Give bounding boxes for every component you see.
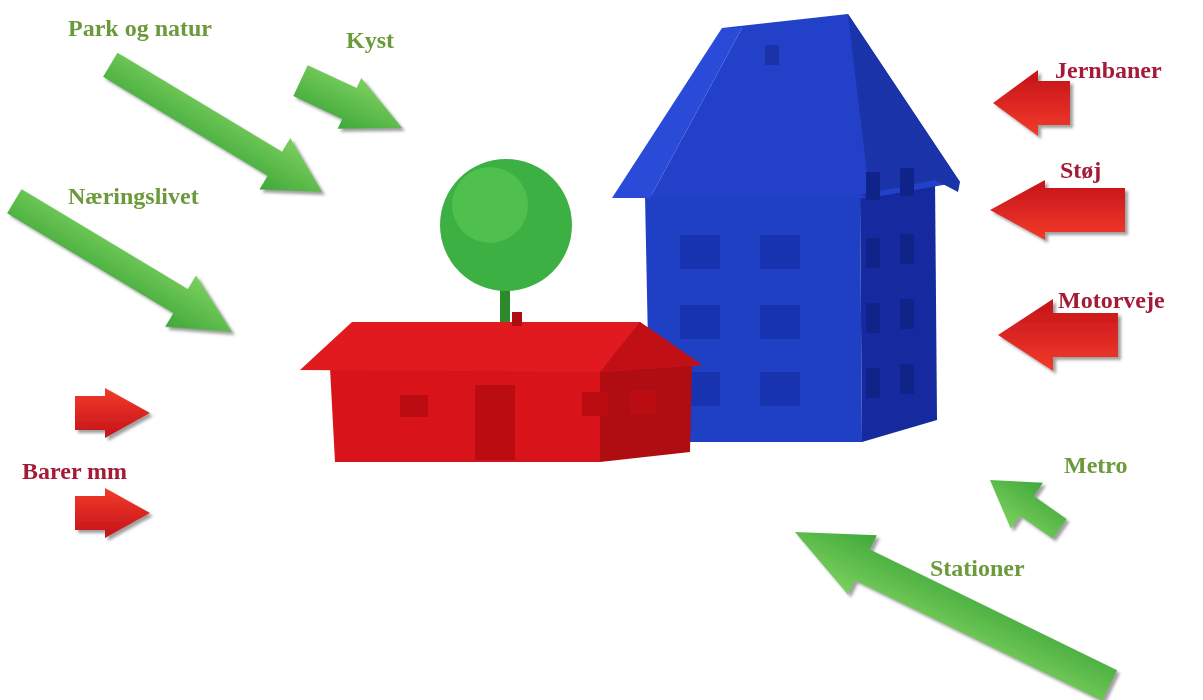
arrow-label: Kyst: [346, 26, 394, 54]
red-arrows: [75, 70, 1125, 538]
tree: [440, 159, 572, 330]
arrow-label: Barer mm: [22, 457, 127, 485]
red-house: [300, 312, 702, 462]
green-arrows: [0, 39, 1124, 700]
arrow-label: Metro: [1064, 451, 1128, 479]
arrow-label: Motorveje: [1058, 286, 1165, 314]
arrow-label: Stationer: [930, 554, 1025, 582]
arrow-label: Støj: [1060, 156, 1101, 184]
arrow-label: Næringslivet: [68, 182, 199, 210]
arrow-label: Jernbaner: [1055, 56, 1162, 84]
arrow-label: Park og natur: [68, 14, 212, 42]
